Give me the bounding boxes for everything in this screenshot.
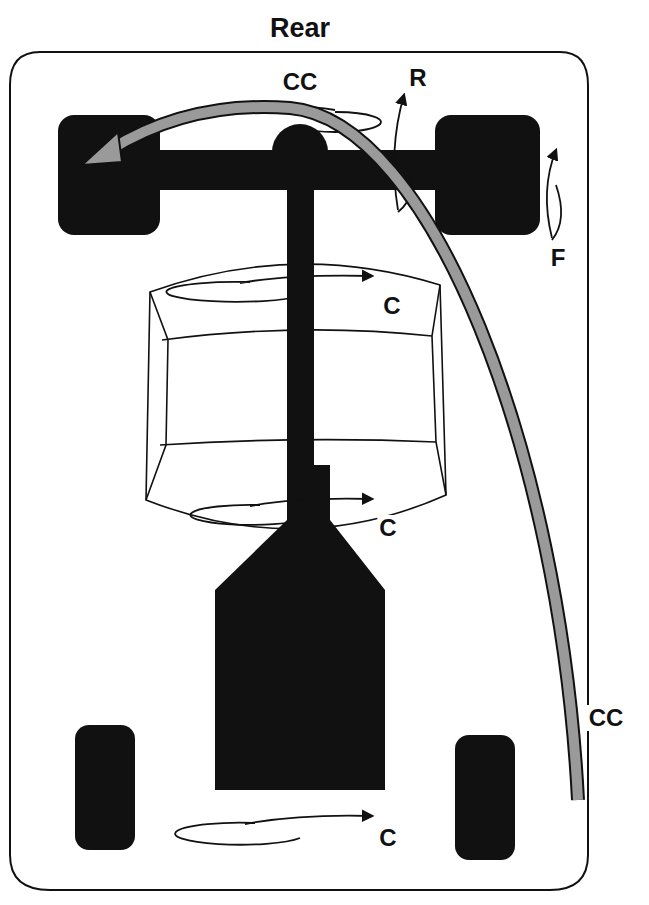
heading-label: Rear bbox=[268, 14, 332, 43]
driveshaft bbox=[287, 170, 314, 475]
front-wheel bbox=[455, 735, 515, 860]
rotation-label: CC bbox=[587, 705, 626, 731]
rotation-label: C bbox=[381, 293, 402, 319]
driveshaft bbox=[287, 260, 314, 475]
rear-wheel bbox=[435, 115, 540, 235]
rotation-label: C bbox=[377, 825, 398, 851]
front-wheel bbox=[75, 725, 135, 850]
rotation-label: C bbox=[377, 515, 398, 541]
car-body bbox=[10, 52, 588, 890]
transmission bbox=[215, 465, 385, 790]
rotation-arrow bbox=[166, 95, 561, 845]
rotation-label: CC bbox=[281, 69, 320, 95]
rotation-label: F bbox=[549, 245, 568, 271]
yaw-arrow bbox=[82, 107, 578, 800]
rotation-label: R bbox=[407, 65, 428, 91]
